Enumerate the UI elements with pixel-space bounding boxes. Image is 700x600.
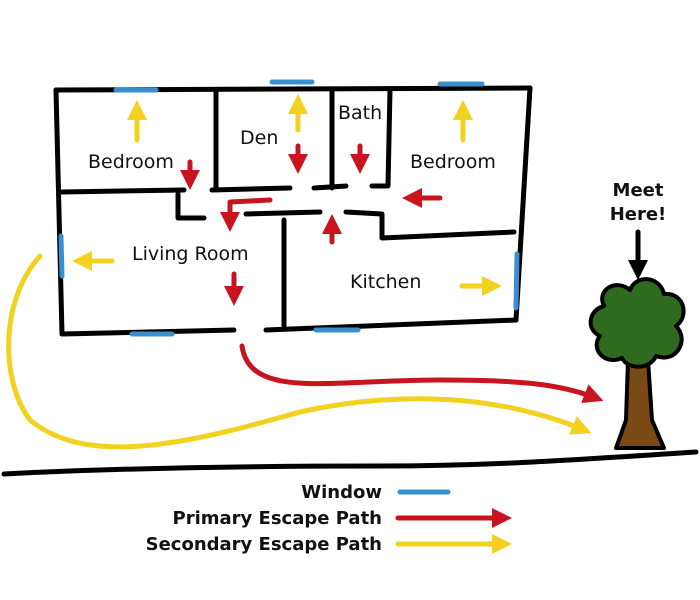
- meet-label-line2: Here!: [610, 204, 667, 225]
- wall-mid-c: [311, 183, 349, 191]
- windows: [58, 79, 520, 337]
- wall-hall-left: [175, 191, 207, 221]
- wall-bath-bedroom: [385, 87, 393, 189]
- wall-hall-right: [343, 209, 517, 241]
- room-labels: Bedroom Den Bath Bedroom Living Room Kit…: [88, 102, 496, 293]
- legend-label-secondary: Secondary Escape Path: [146, 534, 382, 555]
- secondary-arrows: [72, 94, 502, 296]
- outer-wall-bottom-right: [263, 317, 519, 333]
- label-bath: Bath: [338, 102, 382, 124]
- label-bedroom-right: Bedroom: [410, 151, 496, 173]
- label-den: Den: [240, 127, 278, 149]
- window-living-left: [58, 233, 65, 279]
- legend-label-window: Window: [301, 482, 382, 503]
- secondary-escape-path-to-tree: [6, 253, 592, 450]
- meet-label-line1: Meet: [613, 180, 664, 201]
- meeting-point: Meet Here!: [610, 180, 667, 280]
- window-kitchen-right: [513, 251, 520, 311]
- ground-line: [1, 449, 699, 477]
- label-bedroom-left: Bedroom: [88, 151, 174, 173]
- legend-label-primary: Primary Escape Path: [173, 508, 382, 529]
- label-living-room: Living Room: [132, 243, 249, 265]
- wall-mid-a: [59, 187, 187, 195]
- house-walls: [53, 85, 533, 337]
- primary-arrows: [180, 143, 443, 306]
- wall-mid-b: [209, 185, 293, 193]
- tree-trunk: [614, 358, 666, 450]
- tree-icon: [588, 277, 686, 450]
- primary-escape-path-to-tree: [239, 343, 604, 403]
- red-arrow-hallway: [220, 197, 273, 232]
- tree-foliage: [588, 277, 686, 369]
- legend: Window Primary Escape Path Secondary Esc…: [146, 482, 512, 555]
- label-kitchen: Kitchen: [350, 271, 421, 293]
- outer-wall-left: [53, 87, 65, 337]
- wall-hall-mid: [243, 209, 323, 217]
